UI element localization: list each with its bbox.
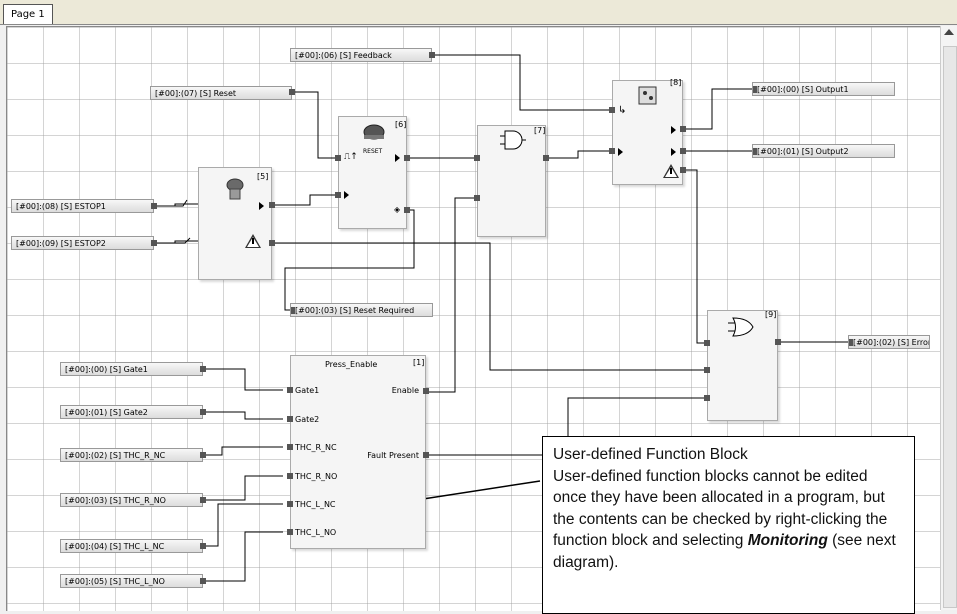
tag-error[interactable]: [#00]:(02) [S] Error (848, 335, 930, 349)
callout-title: User-defined Function Block (553, 446, 748, 463)
pin (287, 473, 293, 479)
pin (404, 207, 410, 213)
tag-reset[interactable]: [#00]:(07) [S] Reset (150, 86, 292, 100)
pin (609, 148, 615, 154)
input-gate1-label: Gate1 (295, 386, 320, 395)
pin (200, 409, 206, 415)
tab-page-1[interactable]: Page 1 (3, 4, 53, 24)
block-number: [8] (670, 78, 682, 87)
pin (200, 578, 206, 584)
reset-required-dot-icon: ◈ (394, 205, 401, 214)
output-arrow-icon (671, 126, 676, 134)
pin (151, 240, 157, 246)
pin (474, 195, 480, 201)
input-thc-l-no-label: THC_L_NO (295, 528, 337, 537)
pin (200, 452, 206, 458)
tag-feedback[interactable]: [#00]:(06) [S] Feedback (290, 48, 432, 62)
pin (680, 148, 686, 154)
pin (429, 52, 435, 58)
callout-monitoring-emphasis: Monitoring (747, 532, 828, 549)
function-block-and[interactable] (477, 125, 546, 237)
tag-gate2[interactable]: [#00]:(01) [S] Gate2 (60, 405, 203, 419)
pin (269, 240, 275, 246)
rising-edge-icon: ⎍↑ (344, 152, 358, 162)
block-number: [9] (765, 310, 777, 319)
tag-thc-r-no[interactable]: [#00]:(03) [S] THC_R_NO (60, 493, 203, 507)
input-thc-r-no-label: THC_R_NO (295, 472, 338, 481)
input-arrow-icon (344, 191, 349, 199)
output-fault-present-label: Fault Present (367, 451, 419, 460)
callout-box: User-defined Function Block User-defined… (542, 436, 915, 614)
tag-thc-r-nc[interactable]: [#00]:(02) [S] THC_R_NC (60, 448, 203, 462)
pin (289, 89, 295, 95)
output-enable-label: Enable (391, 386, 419, 395)
output-arrow-icon (395, 154, 400, 162)
warning-icon (663, 164, 679, 178)
tag-thc-l-nc[interactable]: [#00]:(04) [S] THC_L_NC (60, 539, 203, 553)
input-arrow-icon (618, 148, 623, 156)
reset-icon-text: RESET (363, 148, 383, 155)
function-block-edm[interactable]: ↳ (612, 80, 683, 185)
output-arrow-icon (671, 148, 676, 156)
pin (423, 452, 429, 458)
pin (335, 192, 341, 198)
edm-icon (638, 86, 657, 105)
or-gate-icon (728, 317, 754, 337)
pin (680, 126, 686, 132)
callout-body: User-defined function blocks cannot be e… (553, 467, 896, 571)
input-gate2-label: Gate2 (295, 415, 320, 424)
block-number: [7] (534, 126, 546, 135)
pin (704, 395, 710, 401)
pin (287, 529, 293, 535)
pin (287, 416, 293, 422)
input-thc-l-nc-label: THC_L_NC (295, 500, 336, 509)
block-number: [6] (395, 120, 407, 129)
scroll-up-arrow-icon[interactable] (944, 29, 954, 35)
function-block-or[interactable] (707, 310, 778, 421)
pin (404, 155, 410, 161)
feedback-arrow-icon: ↳ (618, 105, 627, 116)
pin (704, 367, 710, 373)
pin (704, 340, 710, 346)
output-arrow-icon (259, 202, 264, 210)
tag-output2[interactable]: [#00]:(01) [S] Output2 (752, 144, 895, 158)
pin (775, 339, 781, 345)
function-block-estop[interactable] (198, 167, 272, 280)
pin (680, 167, 686, 173)
tag-thc-l-no[interactable]: [#00]:(05) [S] THC_L_NO (60, 574, 203, 588)
tag-output1[interactable]: [#00]:(00) [S] Output1 (752, 82, 895, 96)
reset-button-icon (363, 124, 385, 140)
pin (200, 366, 206, 372)
warning-icon (245, 234, 261, 248)
pin (335, 155, 341, 161)
pin (287, 501, 293, 507)
pin (287, 444, 293, 450)
pin (543, 155, 549, 161)
and-gate-icon (500, 130, 526, 150)
pin (200, 543, 206, 549)
emergency-stop-icon (226, 178, 244, 200)
tag-reset-required[interactable]: [#00]:(03) [S] Reset Required (290, 303, 433, 317)
block-title: Press_Enable (325, 360, 378, 369)
tag-gate1[interactable]: [#00]:(00) [S] Gate1 (60, 362, 203, 376)
tag-estop1[interactable]: [#00]:(08) [S] ESTOP1 (11, 199, 154, 213)
pin (287, 387, 293, 393)
input-thc-r-nc-label: THC_R_NC (295, 443, 337, 452)
pin (474, 155, 480, 161)
pin (609, 107, 615, 113)
tab-bar: Page 1 (0, 0, 957, 25)
pin (200, 497, 206, 503)
pin (423, 388, 429, 394)
tag-estop2[interactable]: [#00]:(09) [S] ESTOP2 (11, 236, 154, 250)
function-block-reset[interactable]: RESET ⎍↑ ◈ (338, 116, 407, 229)
pin (151, 203, 157, 209)
block-number: [1] (413, 358, 425, 367)
function-block-press-enable[interactable]: Press_Enable Gate1 Gate2 THC_R_NC THC_R_… (290, 355, 426, 549)
pin (269, 202, 275, 208)
block-number: [5] (257, 172, 269, 181)
